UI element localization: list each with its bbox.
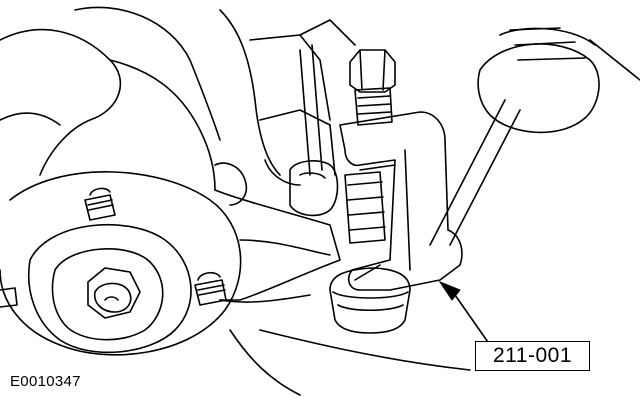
tool-callout-box: 211-001	[475, 341, 590, 371]
tool-number-label: 211-001	[492, 344, 572, 367]
wheel-stud-2	[194, 271, 227, 306]
ball-joint	[329, 267, 411, 334]
strut-assembly	[429, 27, 640, 246]
wheel-stud-3	[0, 287, 18, 308]
callout-arrowhead	[438, 280, 461, 301]
upper-bracket	[214, 44, 339, 217]
lower-arm	[214, 189, 471, 396]
wheel-stud-1	[84, 187, 116, 221]
figure-id-label: E0010347	[10, 373, 81, 390]
wheel-hub	[0, 171, 242, 356]
separator-tool	[339, 49, 463, 291]
callout-leader	[454, 294, 491, 346]
chassis-outline	[0, 6, 356, 191]
